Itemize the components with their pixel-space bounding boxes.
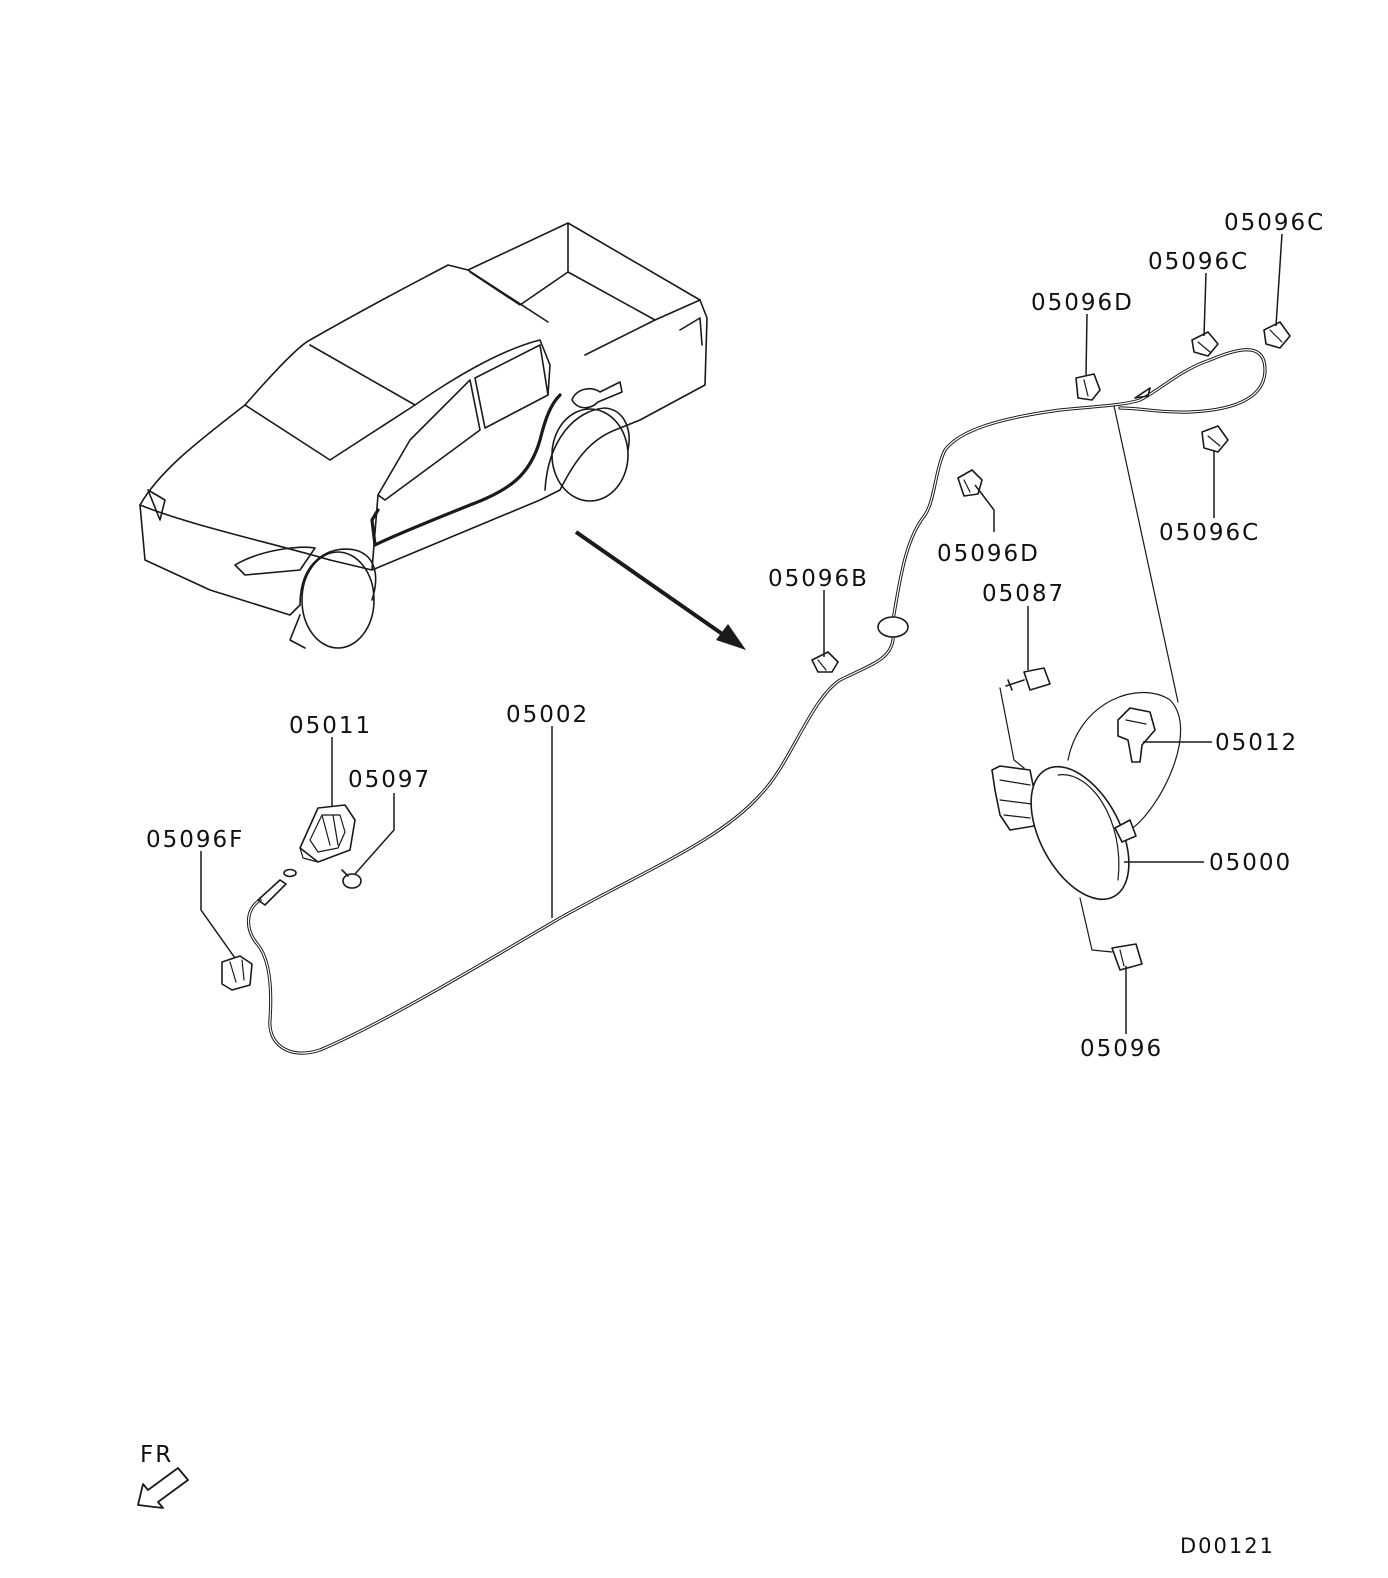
release-cable-05002 [246,348,1267,1055]
bolt-05087 [1005,667,1051,691]
label-05096D-b: 05096D [937,541,1040,567]
latch-05012 [1117,707,1156,763]
clip-05096 [1111,943,1143,971]
front-arrow-icon [137,1467,189,1509]
clip-05096B [811,651,839,673]
fuel-lid-05000 [991,765,1137,901]
clip-05096D-lower [957,469,983,497]
label-05096C-b: 05096C [1148,249,1249,275]
front-orientation-indicator: FR [137,1442,189,1509]
clip-05096C-a [1263,321,1291,349]
label-05087: 05087 [982,581,1065,607]
leader-lines [200,233,1283,1034]
label-05097: 05097 [348,767,431,793]
clip-05096C-c [1201,425,1229,453]
front-label: FR [140,1442,173,1468]
label-05096D-a: 05096D [1031,290,1134,316]
label-05011: 05011 [289,713,372,739]
detail-pointer-arrow [574,530,746,650]
label-05096F: 05096F [146,827,244,853]
label-05096C-a: 05096C [1224,210,1325,236]
reference-lines [999,405,1179,953]
clip-05096F [221,955,253,991]
label-05096B: 05096B [768,566,869,592]
label-05000: 05000 [1209,850,1292,876]
clip-05096C-b [1191,331,1219,357]
drawing-code: D00121 [1180,1534,1275,1558]
screw-05097 [341,869,362,889]
label-05096C-c: 05096C [1159,520,1260,546]
opener-handle-05011 [299,804,356,863]
pickup-truck-illustration [139,222,708,649]
label-05012: 05012 [1215,730,1298,756]
clip-05096D-upper [1075,373,1101,401]
label-05096: 05096 [1080,1036,1163,1062]
label-05002: 05002 [506,702,589,728]
